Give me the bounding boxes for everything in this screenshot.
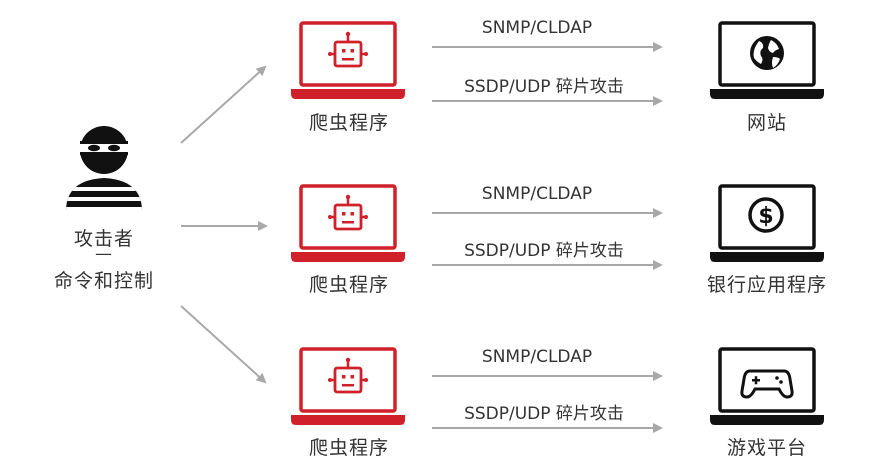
protocol-ssdp-1: SSDP/UDP 碎片攻击 [464, 77, 624, 97]
robot-icon [328, 357, 368, 394]
bot-label-3: 爬虫程序 [308, 437, 390, 459]
bot-laptop-3 [291, 347, 405, 425]
bot-laptop-2 [291, 184, 405, 262]
svg-text:$: $ [758, 204, 773, 229]
target-label-2: 银行应用程序 [706, 274, 828, 296]
protocol-ssdp-3: SSDP/UDP 碎片攻击 [464, 404, 624, 424]
bot-label-2: 爬虫程序 [308, 274, 390, 296]
target-laptop-2 [710, 184, 824, 262]
arrow-attacker-bot3 [180, 305, 267, 384]
target-laptop-1 [710, 21, 824, 99]
attacker-icon [66, 126, 142, 211]
protocol-snmp-3: SNMP/CLDAP [481, 347, 593, 367]
attacker-label: 攻击者 [73, 228, 135, 250]
robot-icon [328, 31, 368, 68]
target-label-1: 网站 [746, 112, 788, 134]
attacker-divider: — [95, 244, 113, 264]
protocol-arrows [432, 42, 663, 433]
protocol-snmp-2: SNMP/CLDAP [481, 184, 593, 204]
gamepad-icon [740, 369, 794, 399]
attacker-sublabel: 命令和控制 [53, 270, 155, 292]
robot-icon [328, 194, 368, 231]
bot-laptop-1 [291, 21, 405, 99]
dollar-icon: $ [748, 197, 784, 233]
target-label-3: 游戏平台 [726, 437, 808, 459]
protocol-ssdp-2: SSDP/UDP 碎片攻击 [464, 241, 624, 261]
target-laptop-3 [710, 347, 824, 425]
arrow-attacker-bot1 [180, 65, 267, 144]
globe-icon [750, 36, 784, 70]
attacker-arrows [180, 65, 268, 384]
bot-label-1: 爬虫程序 [308, 112, 390, 134]
protocol-snmp-1: SNMP/CLDAP [481, 18, 593, 38]
